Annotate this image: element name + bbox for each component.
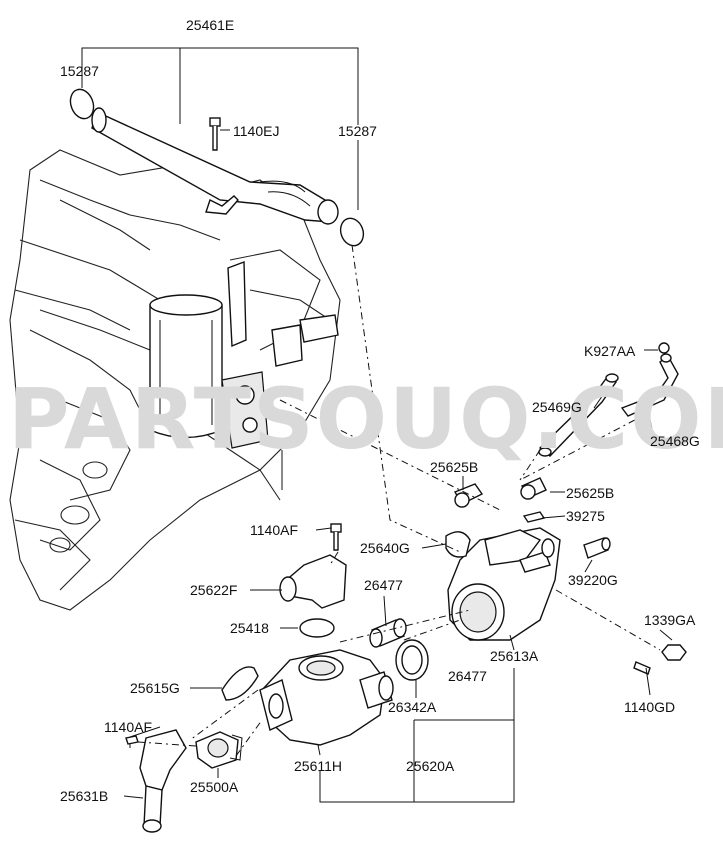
o-ring-15287-left[interactable] [67, 86, 98, 122]
label-1140AF-lower[interactable]: 1140AF [104, 719, 152, 735]
bolt-1140AF-upper[interactable] [330, 523, 342, 551]
label-1140AF-upper[interactable]: 1140AF [250, 522, 298, 538]
clip-39275[interactable] [522, 511, 546, 523]
label-25611H[interactable]: 25611H [294, 758, 342, 774]
inlet-25631B[interactable] [139, 729, 187, 833]
label-25625B-left[interactable]: 25625B [430, 459, 478, 475]
hose-25468G[interactable] [620, 353, 679, 417]
gasket-25640G[interactable] [445, 531, 471, 558]
label-1140GD[interactable]: 1140GD [624, 699, 675, 715]
label-25461E[interactable]: 25461E [186, 17, 234, 33]
fitting-25625B-left[interactable] [453, 483, 484, 508]
label-26342A[interactable]: 26342A [388, 699, 437, 715]
leader-lines [81, 47, 673, 803]
hose-25469G[interactable] [538, 373, 619, 457]
label-1339GA[interactable]: 1339GA [644, 612, 696, 628]
label-25620A[interactable]: 25620A [406, 758, 455, 774]
bolt-1140GD[interactable] [633, 661, 651, 675]
watermark: PARTSOUQ.COM [8, 370, 723, 468]
assembly-lines [137, 244, 661, 757]
label-25469G[interactable]: 25469G [532, 399, 582, 415]
label-26477-lower[interactable]: 26477 [448, 668, 487, 684]
outlet-25622F[interactable] [279, 554, 347, 609]
gasket-25615G[interactable] [221, 666, 259, 701]
label-26477-upper[interactable]: 26477 [364, 577, 403, 593]
label-25418[interactable]: 25418 [230, 620, 269, 636]
label-K927AA[interactable]: K927AA [584, 343, 636, 359]
label-1140EJ[interactable]: 1140EJ [233, 123, 279, 139]
seal-26342A[interactable] [395, 639, 429, 681]
part-labels: 25461E 15287 1140EJ 15287 K927AA 25469G … [60, 17, 700, 804]
label-39220G[interactable]: 39220G [568, 572, 618, 588]
o-ring-25418[interactable] [299, 618, 335, 638]
sensor-39220G[interactable] [583, 537, 611, 559]
label-39275[interactable]: 39275 [566, 508, 605, 524]
label-25500A[interactable]: 25500A [190, 779, 239, 795]
label-15287-left[interactable]: 15287 [60, 63, 99, 79]
bolt-1140AF-lower[interactable] [125, 735, 139, 748]
label-25613A[interactable]: 25613A [490, 648, 539, 664]
label-25625B-right[interactable]: 25625B [566, 485, 614, 501]
engine-block-illustration [9, 149, 341, 611]
label-25631B[interactable]: 25631B [60, 788, 108, 804]
water-pipe-25461E[interactable] [91, 107, 339, 225]
label-25468G[interactable]: 25468G [650, 433, 700, 449]
label-25622F[interactable]: 25622F [190, 582, 237, 598]
fitting-25625B-right[interactable] [520, 477, 547, 500]
nut-1339GA[interactable] [661, 644, 687, 661]
housing-25613A[interactable] [447, 527, 561, 641]
housing-25611H[interactable] [259, 649, 394, 746]
thermostat-25500A[interactable] [195, 731, 243, 769]
label-25615G[interactable]: 25615G [130, 680, 180, 696]
bolt-1140EJ[interactable] [209, 117, 221, 151]
clamp-K927AA[interactable] [658, 342, 670, 354]
label-25640G[interactable]: 25640G [360, 540, 410, 556]
o-ring-15287-right[interactable] [337, 215, 367, 249]
label-15287-right[interactable]: 15287 [338, 123, 377, 139]
